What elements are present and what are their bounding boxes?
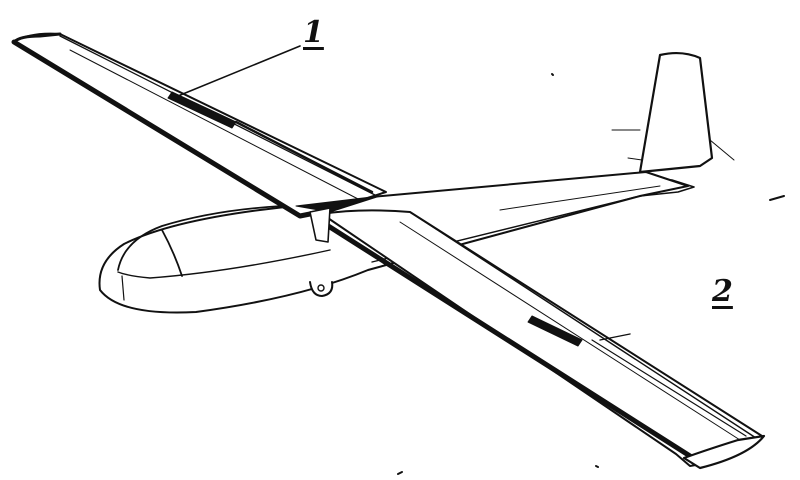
scan-specks: [397, 73, 785, 475]
left-wing: [11, 32, 387, 219]
right-wing: [309, 207, 766, 470]
callout-label-2: 2: [712, 274, 733, 309]
callout-leader-lines: [177, 45, 631, 341]
leader-line-1: [177, 45, 301, 97]
leader-line-2: [599, 333, 631, 341]
callout-label-1: 1: [303, 15, 324, 50]
vertical-tail-fin: [611, 51, 735, 174]
